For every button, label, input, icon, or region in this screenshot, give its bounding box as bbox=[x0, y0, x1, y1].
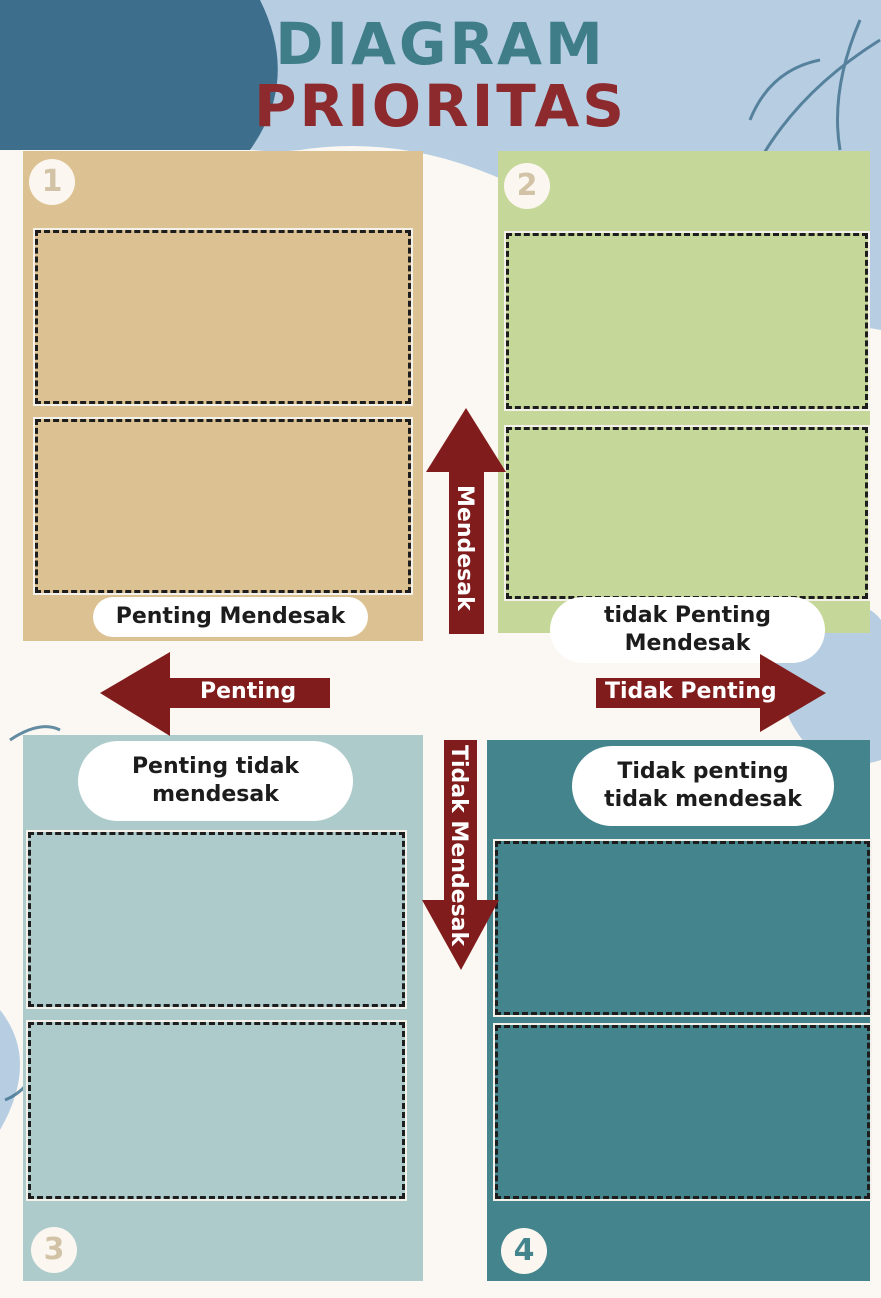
quadrant-1: 1 Penting Mendesak bbox=[23, 151, 423, 641]
arrow-label-tidak-mendesak: Tidak Mendesak bbox=[446, 745, 471, 947]
arrow-label-penting: Penting bbox=[200, 679, 297, 704]
arrow-right bbox=[596, 654, 826, 732]
input-box-4b[interactable] bbox=[495, 1025, 870, 1199]
arrow-label-mendesak: Mendesak bbox=[452, 485, 477, 611]
arrow-up bbox=[426, 408, 506, 634]
title-line-2: PRIORITAS bbox=[253, 72, 628, 140]
quadrant-number-1: 1 bbox=[29, 159, 75, 205]
input-box-3b[interactable] bbox=[28, 1022, 405, 1199]
quadrant-label-2: tidak Penting Mendesak bbox=[550, 597, 825, 663]
arrow-down bbox=[422, 740, 499, 970]
quadrant-4: Tidak penting tidak mendesak 4 bbox=[487, 740, 870, 1281]
input-box-4a[interactable] bbox=[495, 841, 870, 1015]
quadrant-label-3: Penting tidak mendesak bbox=[78, 741, 353, 821]
title-line-1: DIAGRAM bbox=[275, 10, 606, 78]
input-box-1a[interactable] bbox=[35, 230, 411, 404]
quadrant-label-1: Penting Mendesak bbox=[93, 597, 368, 637]
quadrant-3: Penting tidak mendesak 3 bbox=[23, 735, 423, 1281]
quadrant-label-4: Tidak penting tidak mendesak bbox=[572, 746, 834, 826]
arrow-left bbox=[100, 652, 330, 736]
input-box-2a[interactable] bbox=[506, 233, 868, 409]
quadrant-number-4: 4 bbox=[501, 1228, 547, 1274]
input-box-1b[interactable] bbox=[35, 419, 411, 593]
input-box-3a[interactable] bbox=[28, 832, 405, 1007]
quadrant-number-3: 3 bbox=[31, 1227, 77, 1273]
quadrant-2: 2 bbox=[498, 151, 870, 633]
arrow-label-tidak-penting: Tidak Penting bbox=[605, 679, 777, 704]
quadrant-number-2: 2 bbox=[504, 163, 550, 209]
